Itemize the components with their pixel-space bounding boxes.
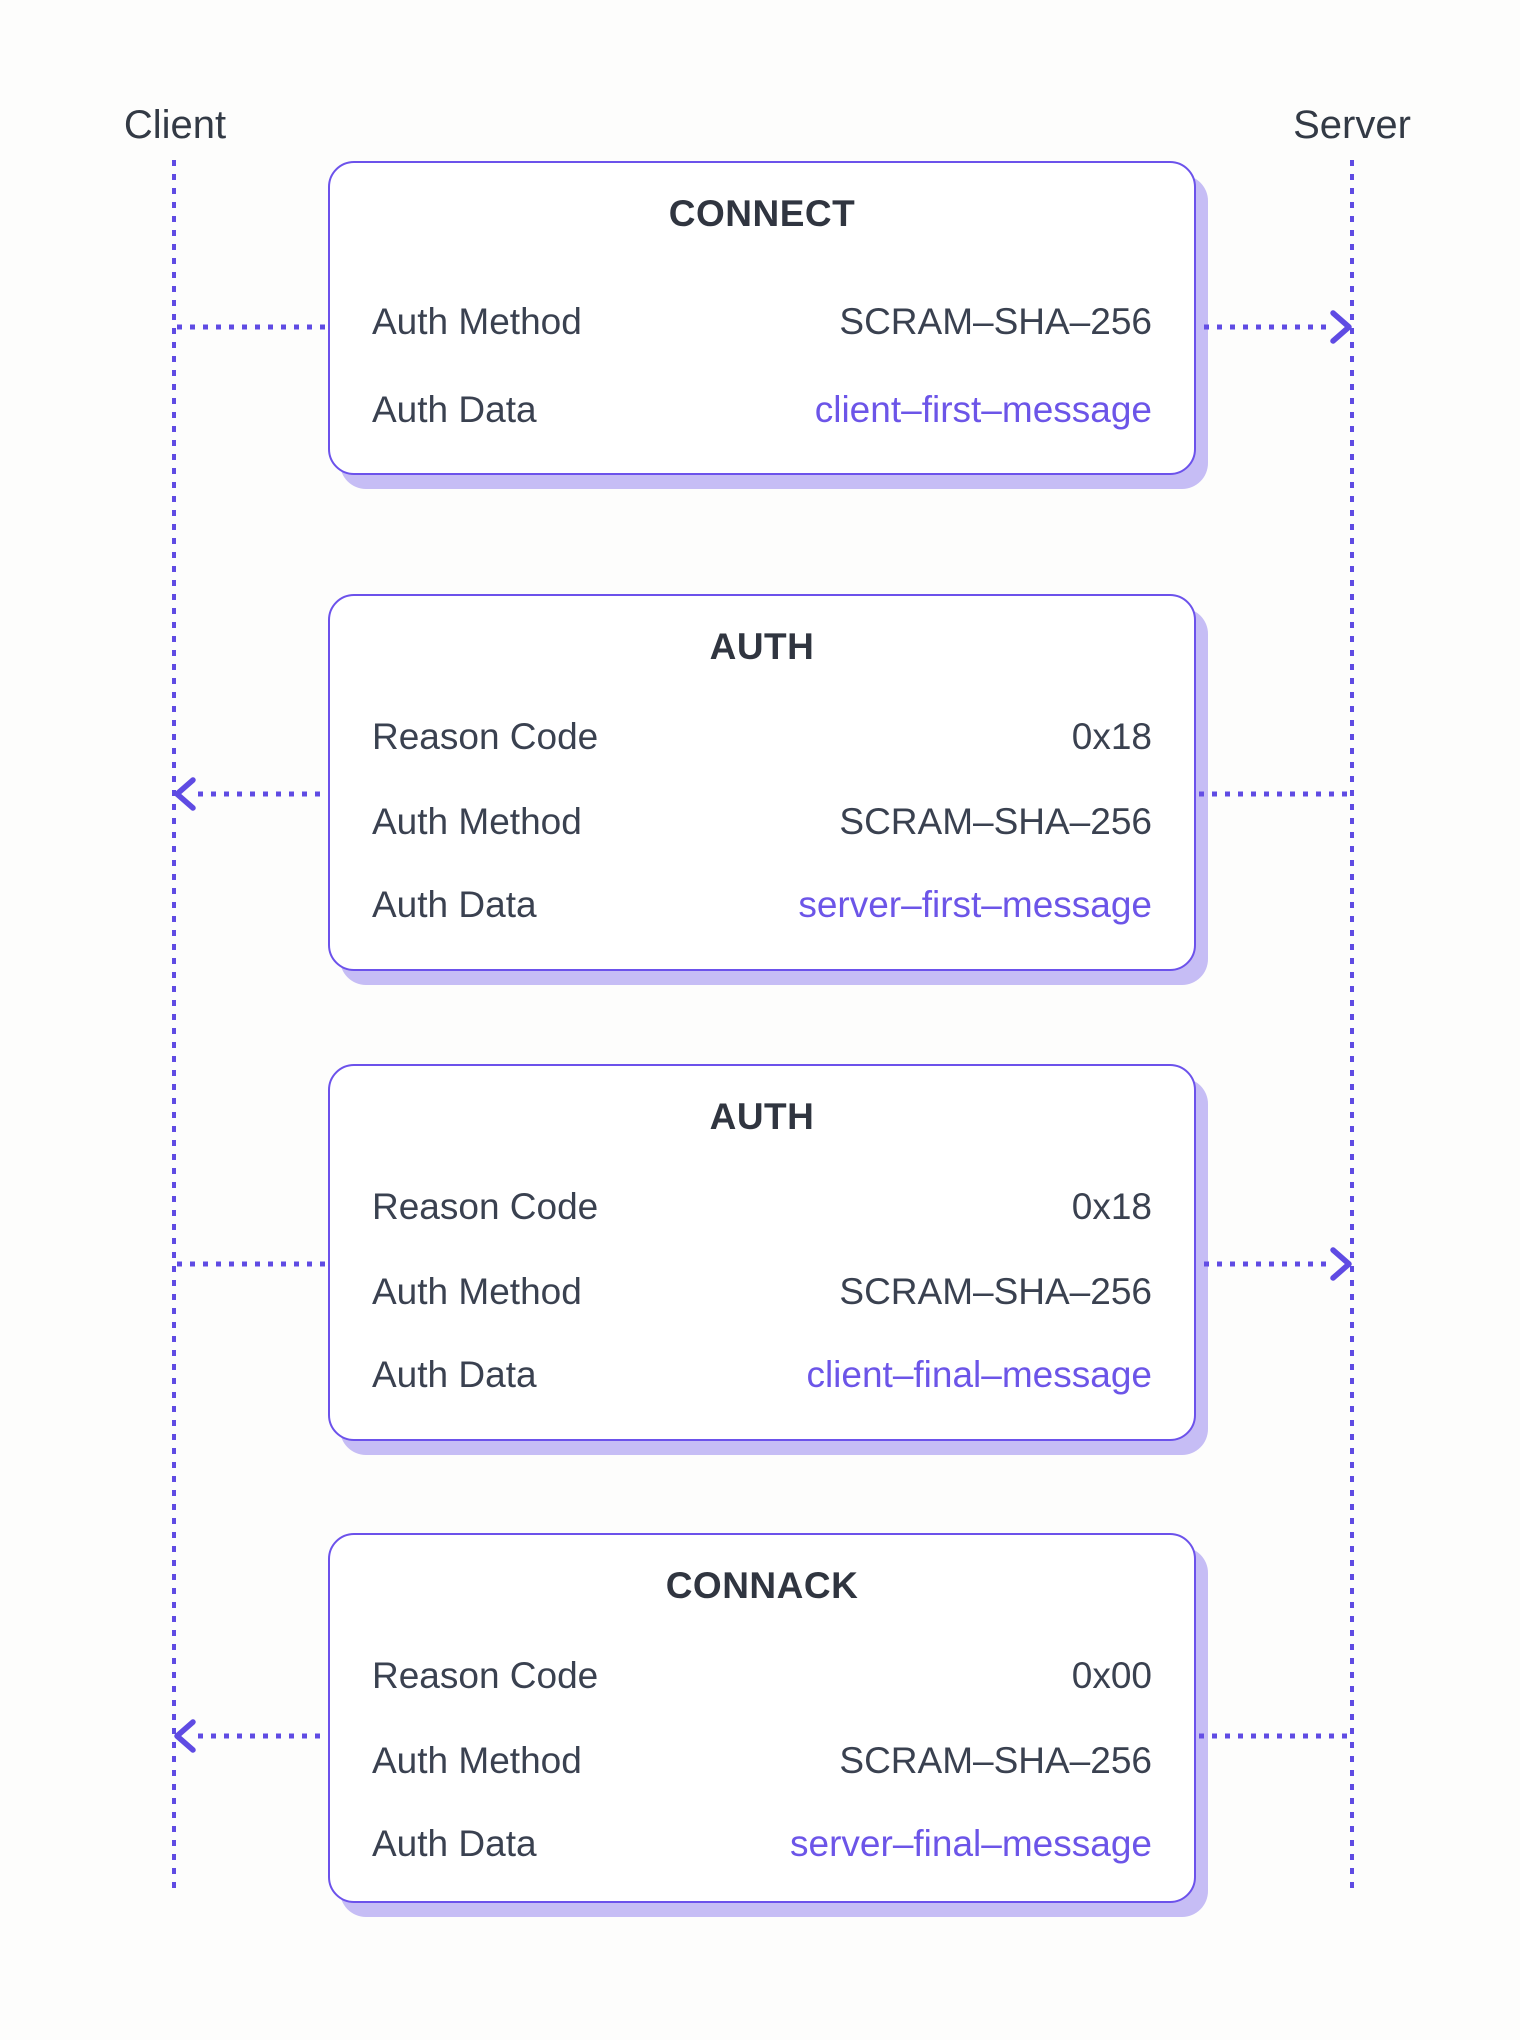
row-value: server–final–message	[790, 1823, 1152, 1864]
actor-client-label: Client	[123, 103, 227, 147]
row-label: Auth Data	[372, 1354, 537, 1395]
packet-connect: CONNECT Auth Method SCRAM–SHA–256 Auth D…	[328, 161, 1196, 475]
packet-row: Auth Data client–first–message	[372, 388, 1152, 432]
row-label: Auth Method	[372, 1271, 582, 1312]
packet-row: Reason Code 0x18	[372, 1185, 1152, 1229]
arrowhead-left-icon	[174, 777, 196, 811]
row-value: SCRAM–SHA–256	[839, 301, 1152, 342]
packet-connack: CONNACK Reason Code 0x00 Auth Method SCR…	[328, 1533, 1196, 1903]
row-label: Auth Method	[372, 801, 582, 842]
packet-row: Auth Method SCRAM–SHA–256	[372, 1270, 1152, 1314]
row-value: 0x18	[1071, 716, 1152, 757]
row-value: client–first–message	[814, 389, 1152, 430]
row-label: Reason Code	[372, 1186, 599, 1227]
row-label: Auth Data	[372, 884, 537, 925]
packet-row: Auth Method SCRAM–SHA–256	[372, 800, 1152, 844]
row-value: 0x18	[1071, 1186, 1152, 1227]
packet-title: CONNACK	[665, 1565, 859, 1606]
row-value: client–final–message	[806, 1354, 1152, 1395]
arrowhead-right-icon	[1330, 310, 1352, 344]
packet-auth-1: AUTH Reason Code 0x18 Auth Method SCRAM–…	[328, 594, 1196, 971]
packet-row: Auth Method SCRAM–SHA–256	[372, 1739, 1152, 1783]
packet-row: Auth Data server–final–message	[372, 1822, 1152, 1866]
arrowhead-left-icon	[174, 1719, 196, 1753]
row-label: Reason Code	[372, 1655, 599, 1696]
row-label: Auth Data	[372, 1823, 537, 1864]
packet-row: Auth Data client–final–message	[372, 1353, 1152, 1397]
client-lifeline	[172, 160, 176, 1895]
row-value: SCRAM–SHA–256	[839, 1271, 1152, 1312]
row-label: Reason Code	[372, 716, 599, 757]
row-value: SCRAM–SHA–256	[839, 1740, 1152, 1781]
packet-title: AUTH	[709, 626, 815, 667]
row-value: 0x00	[1071, 1655, 1152, 1696]
row-label: Auth Method	[372, 1740, 582, 1781]
actor-server-label: Server	[1293, 103, 1411, 147]
packet-row: Auth Method SCRAM–SHA–256	[372, 300, 1152, 344]
packet-title: CONNECT	[668, 193, 856, 234]
row-value: SCRAM–SHA–256	[839, 801, 1152, 842]
packet-row: Reason Code 0x00	[372, 1654, 1152, 1698]
row-label: Auth Data	[372, 389, 537, 430]
packet-row: Reason Code 0x18	[372, 715, 1152, 759]
row-value: server–first–message	[798, 884, 1152, 925]
arrowhead-right-icon	[1330, 1247, 1352, 1281]
packet-title: AUTH	[709, 1096, 815, 1137]
server-lifeline	[1350, 160, 1354, 1895]
packet-row: Auth Data server–first–message	[372, 883, 1152, 927]
row-label: Auth Method	[372, 301, 582, 342]
packet-auth-2: AUTH Reason Code 0x18 Auth Method SCRAM–…	[328, 1064, 1196, 1441]
